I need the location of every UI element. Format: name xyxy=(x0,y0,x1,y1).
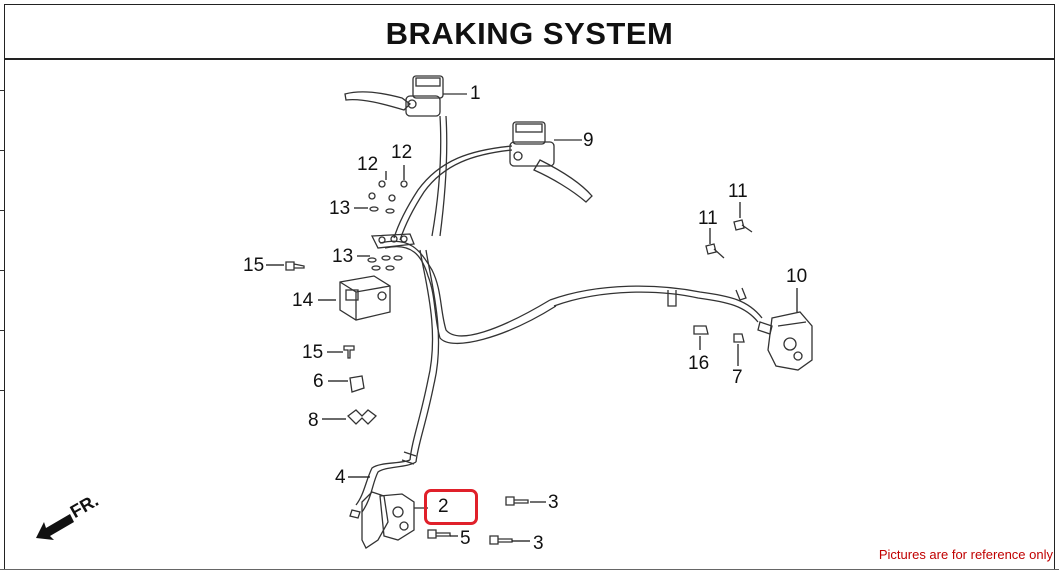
callout-7: 7 xyxy=(732,367,743,388)
rear-caliper xyxy=(757,311,813,371)
callout-13: 13 xyxy=(329,198,351,219)
callout-11: 11 xyxy=(728,181,748,202)
callout-3: 3 xyxy=(533,533,544,554)
edge-tick xyxy=(0,210,4,211)
screws-washers xyxy=(367,180,408,271)
title-bar: BRAKING SYSTEM xyxy=(4,4,1055,60)
bottom-border xyxy=(0,569,1059,570)
edge-tick xyxy=(0,90,4,91)
callout-13: 13 xyxy=(332,246,354,267)
callout-2: 2 xyxy=(438,496,449,517)
bolts xyxy=(285,219,753,545)
callout-1: 1 xyxy=(470,83,481,104)
callout-5: 5 xyxy=(460,528,471,549)
abs-modulator xyxy=(339,275,391,321)
callout-16: 16 xyxy=(688,353,710,374)
highlight-box-part-2 xyxy=(424,489,478,525)
callout-15: 15 xyxy=(243,255,265,276)
callout-12: 12 xyxy=(357,154,379,175)
callout-12: 12 xyxy=(391,142,413,163)
callout-4: 4 xyxy=(335,467,346,488)
front-master-cylinder xyxy=(344,75,467,117)
rear-master-cylinder xyxy=(509,121,593,203)
edge-tick xyxy=(0,330,4,331)
callout-3: 3 xyxy=(548,492,559,513)
callout-9: 9 xyxy=(583,130,594,151)
edge-tick xyxy=(0,150,4,151)
callout-14: 14 xyxy=(292,290,314,311)
front-caliper xyxy=(349,491,428,549)
callout-11: 11 xyxy=(698,208,718,229)
diagram-title: BRAKING SYSTEM xyxy=(385,16,674,51)
forward-arrow-icon xyxy=(36,514,74,540)
callout-15: 15 xyxy=(302,342,324,363)
callout-8: 8 xyxy=(308,410,319,431)
reference-note: Pictures are for reference only xyxy=(878,547,1053,562)
edge-tick xyxy=(0,390,4,391)
callout-6: 6 xyxy=(313,371,324,392)
edge-tick xyxy=(0,270,4,271)
callout-10: 10 xyxy=(786,266,808,287)
